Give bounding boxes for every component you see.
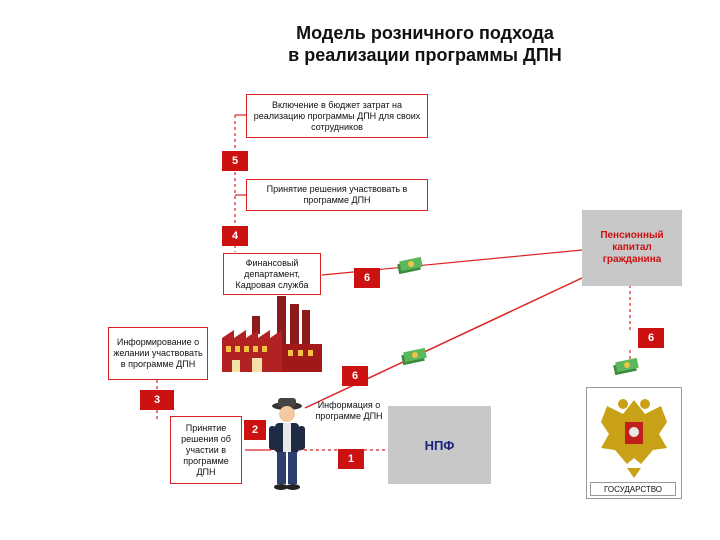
step-1-badge: 1 bbox=[338, 449, 364, 469]
step-5-badge: 5 bbox=[222, 151, 248, 171]
person-icon bbox=[269, 398, 305, 490]
pension-capital-label: Пенсионный капитал гражданина bbox=[600, 230, 664, 265]
person-decision-box: Принятие решения об участии в программе … bbox=[170, 416, 242, 484]
program-info-label: Информация о программе ДПН bbox=[315, 400, 383, 421]
step-6-badge-lower: 6 bbox=[342, 366, 368, 386]
step-6-badge-upper: 6 bbox=[354, 268, 380, 288]
money-icon bbox=[401, 347, 427, 365]
money-icon bbox=[397, 256, 423, 274]
factory-icon bbox=[222, 296, 322, 372]
title-line2: в реализации программы ДПН bbox=[288, 45, 562, 65]
step-6-badge-right: 6 bbox=[638, 328, 664, 348]
step-2-badge: 2 bbox=[244, 420, 266, 440]
npf-box: НПФ bbox=[388, 406, 491, 484]
finance-dept-box: Финансовый департамент, Кадровая служба bbox=[223, 253, 321, 295]
budget-box: Включение в бюджет затрат на реализацию … bbox=[246, 94, 428, 138]
step-3-badge: 3 bbox=[140, 390, 174, 410]
inform-desire-box: Информирование о желании участвовать в п… bbox=[108, 327, 208, 380]
coat-of-arms-icon bbox=[601, 399, 667, 478]
npf-label: НПФ bbox=[424, 437, 455, 453]
pension-capital-box: Пенсионный капитал гражданина bbox=[582, 210, 682, 286]
diagonal-connector-person-pension bbox=[304, 277, 583, 409]
company-decision-box: Принятие решения участвовать в программе… bbox=[246, 179, 428, 211]
state-emblem-frame bbox=[586, 387, 682, 499]
step-4-badge: 4 bbox=[222, 226, 248, 246]
money-icon bbox=[613, 357, 639, 375]
state-label: ГОСУДАРСТВО bbox=[590, 482, 676, 496]
page-title: Модель розничного подхода в реализации п… bbox=[250, 22, 600, 66]
title-line1: Модель розничного подхода bbox=[296, 23, 554, 43]
